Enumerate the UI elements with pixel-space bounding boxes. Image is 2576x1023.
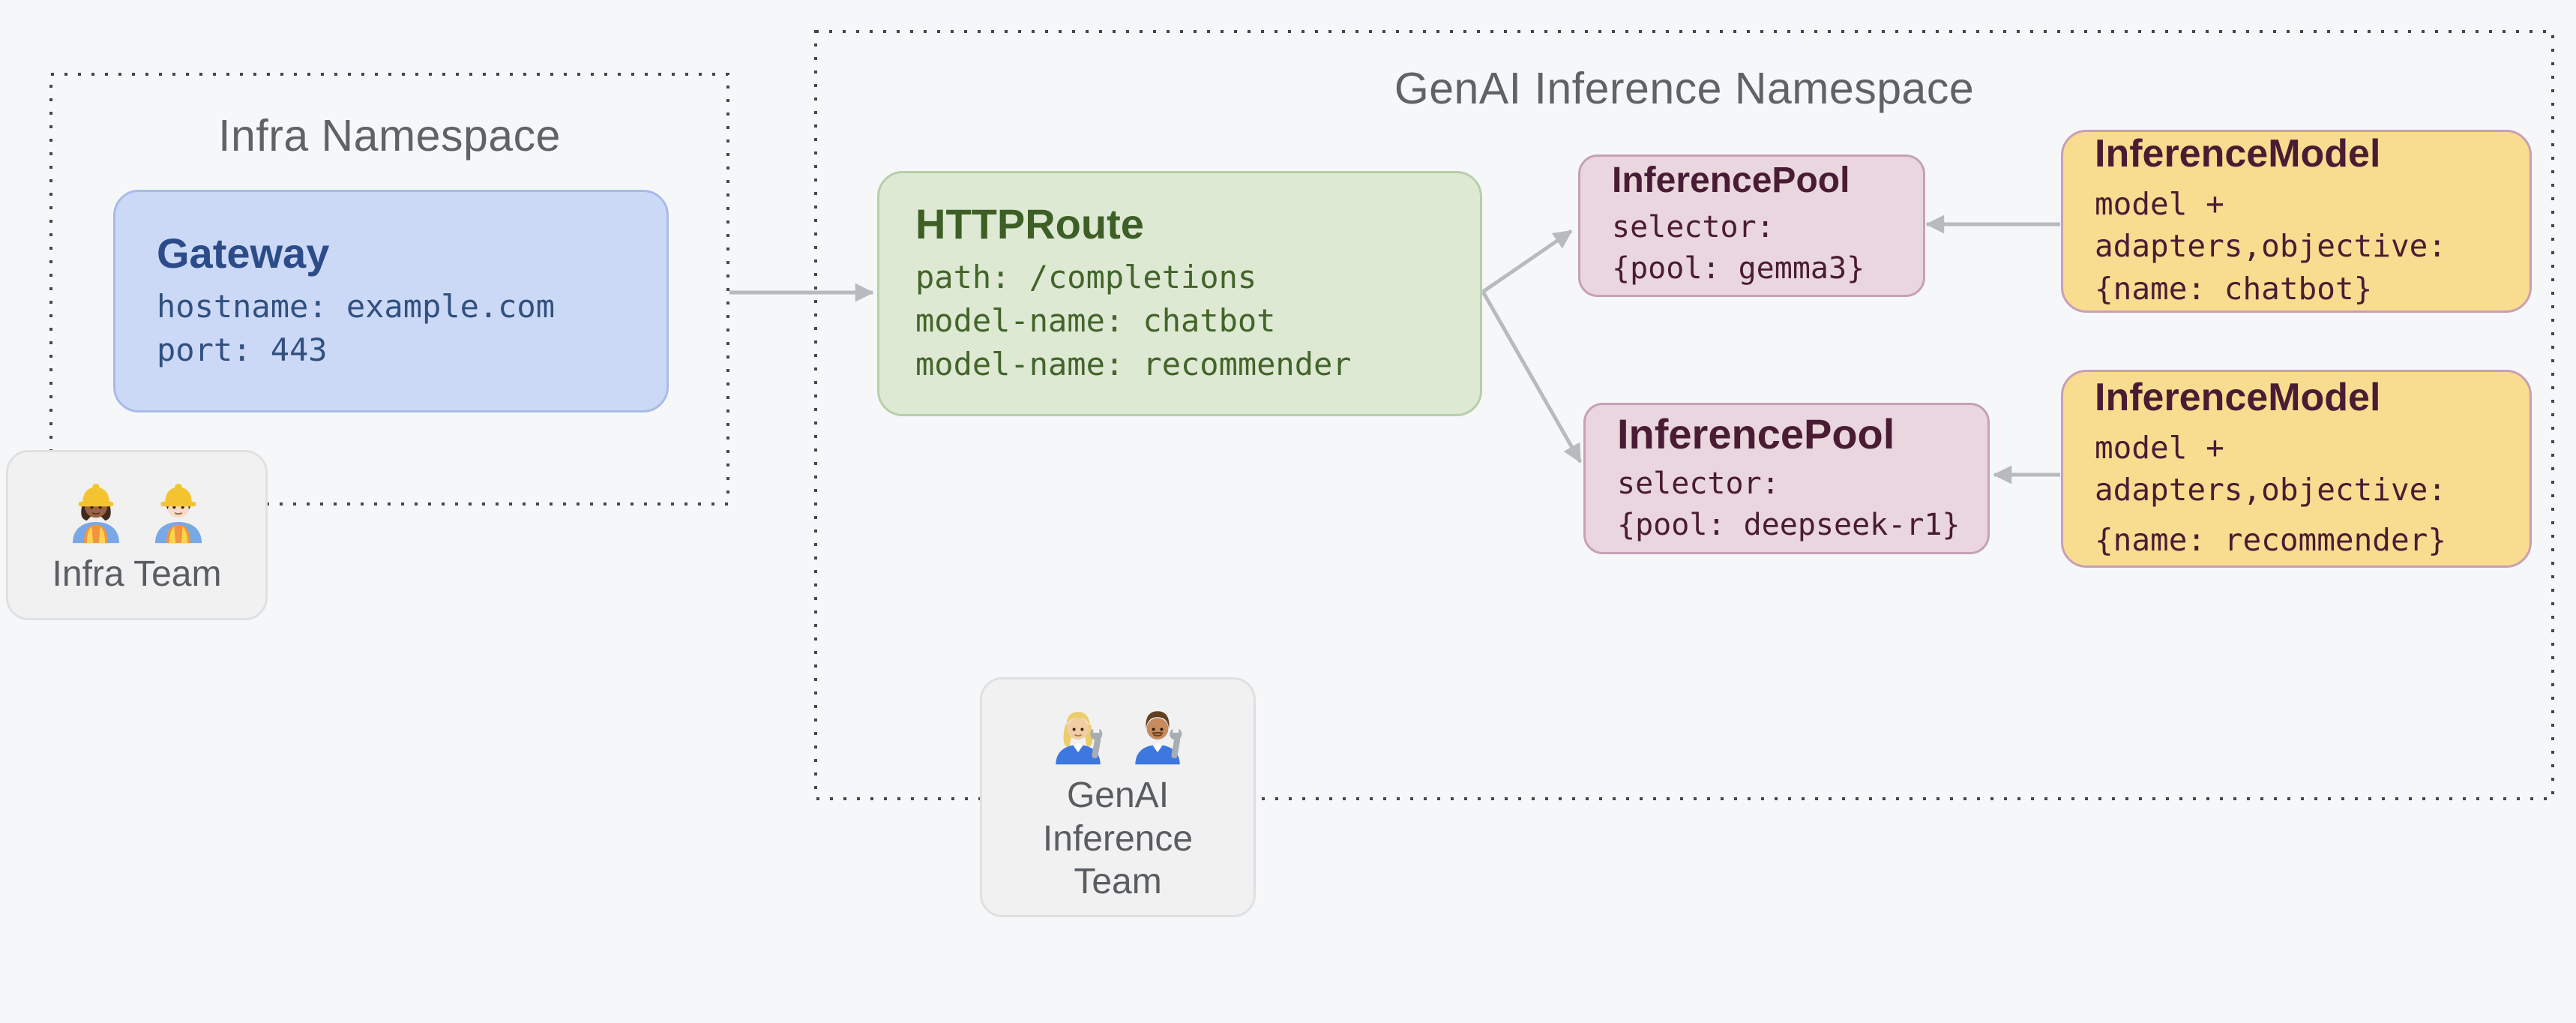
genai-team-label: GenAI Inference Team [1042,776,1194,902]
infra-namespace-title: Infra Namespace [218,111,561,160]
inference-pool-gemma3-node: InferencePool selector: {pool: gemma3} [1578,154,1925,297]
inference-model-spec-line: adapters,objective: [2095,472,2446,508]
httproute-spec-line: model-name: chatbot [915,302,1276,340]
inference-pool-spec-line: selector: [1617,466,1780,501]
httproute-to-pool-gemma3-arrow [1481,229,1573,294]
inference-pool-title: InferencePool [1612,160,1850,201]
inference-model-chatbot-node: InferenceModel model + adapters,objectiv… [2061,130,2532,313]
genai-team-icons [1044,699,1191,766]
inference-model-spec-line: model + [2095,185,2224,222]
infra-team-icons [61,475,214,545]
inference-pool-title: InferencePool [1617,410,1895,458]
woman-construction-worker-icon [72,484,119,544]
man-mechanic-icon [1135,711,1182,765]
inference-model-spec-line: {name: chatbot} [2095,270,2373,307]
gateway-node: Gateway hostname: example.com port: 443 [113,190,669,412]
inference-model-spec-line: adapters,objective: [2095,228,2446,265]
infra-namespace-dotted-border [49,73,729,506]
inference-model-title: InferenceModel [2095,375,2381,419]
infra-team-label: Infra Team [52,554,222,594]
genai-team-card: GenAI Inference Team [980,677,1256,917]
httproute-spec-line: path: /completions [915,259,1257,296]
man-construction-worker-icon [154,484,202,544]
inference-pool-spec-line: {pool: deepseek-r1} [1617,507,1960,542]
httproute-spec-line: model-name: recommender [915,346,1352,383]
gateway-spec-line: hostname: example.com [157,288,556,326]
inference-model-spec-line: {name: recommender} [2095,521,2446,558]
inference-pool-spec-line: {pool: gemma3} [1612,251,1865,286]
wrench-glyph [1170,726,1182,759]
gateway-title: Gateway [157,229,330,277]
inference-model-recommender-node: InferenceModel model + adapters,objectiv… [2061,370,2532,568]
inference-pool-deepseek-node: InferencePool selector: {pool: deepseek-… [1583,403,1990,554]
woman-mechanic-icon [1056,712,1103,765]
httproute-to-pool-deepseek-arrow [1481,290,1583,464]
inference-model-title: InferenceModel [2095,131,2381,176]
genai-namespace-dotted-border [814,30,2554,800]
httproute-node: HTTPRoute path: /completions model-name:… [877,171,1482,416]
wrench-glyph [1090,726,1103,759]
httproute-title: HTTPRoute [915,200,1144,248]
genai-namespace-title: GenAI Inference Namespace [1394,64,1975,113]
inference-model-spec-line: model + [2095,429,2224,466]
inference-pool-spec-line: selector: [1612,210,1775,245]
infra-team-card: Infra Team [6,450,268,620]
gateway-spec-line: port: 443 [157,332,328,369]
